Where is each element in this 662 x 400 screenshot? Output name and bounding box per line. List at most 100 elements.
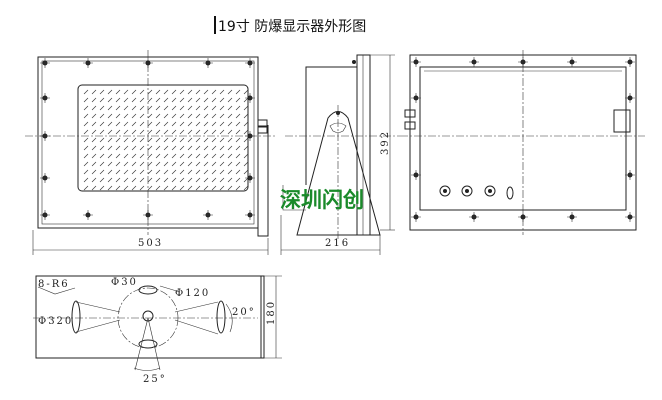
hatch-mark xyxy=(123,137,129,143)
hatch-mark xyxy=(83,145,89,151)
hatch-mark xyxy=(211,145,217,151)
hatch-mark xyxy=(123,121,129,127)
hatch-mark xyxy=(219,177,225,183)
hatch-mark xyxy=(91,113,97,119)
hatch-mark xyxy=(91,161,97,167)
hatch-mark xyxy=(179,185,185,191)
hatch-mark xyxy=(243,177,249,183)
hatch-mark xyxy=(195,169,201,175)
hatch-mark xyxy=(203,97,209,103)
hatch-mark xyxy=(203,105,209,111)
hatch-mark xyxy=(235,89,241,95)
hatch-mark xyxy=(99,129,105,135)
hatch-mark xyxy=(227,145,233,151)
hatch-mark xyxy=(219,185,225,191)
hatch-mark xyxy=(131,129,137,135)
hatch-mark xyxy=(219,113,225,119)
hatch-mark xyxy=(107,97,113,103)
hatch-mark xyxy=(179,97,185,103)
rear-view xyxy=(400,50,645,235)
hatch-mark xyxy=(195,161,201,167)
hatch-mark xyxy=(83,121,89,127)
hatch-mark xyxy=(227,161,233,167)
hatch-mark xyxy=(171,97,177,103)
hatch-mark xyxy=(99,105,105,111)
hatch-mark xyxy=(211,153,217,159)
hatch-mark xyxy=(219,89,225,95)
hatch-mark xyxy=(227,137,233,143)
hatch-mark xyxy=(171,169,177,175)
hatch-mark xyxy=(163,169,169,175)
hatch-mark xyxy=(91,169,97,175)
hatch-mark xyxy=(139,185,145,191)
hatch-mark xyxy=(155,145,161,151)
hatch-mark xyxy=(147,113,153,119)
hatch-mark xyxy=(179,137,185,143)
hatch-mark xyxy=(107,185,113,191)
hatch-mark xyxy=(123,113,129,119)
hatch-mark xyxy=(91,97,97,103)
hatch-mark xyxy=(171,161,177,167)
text-cursor xyxy=(214,16,216,34)
hatch-mark xyxy=(155,177,161,183)
hatch-mark xyxy=(211,137,217,143)
hatch-mark xyxy=(107,161,113,167)
hatch-mark xyxy=(203,129,209,135)
hatch-mark xyxy=(195,97,201,103)
hatch-mark xyxy=(115,129,121,135)
bottom-view: 8-R6 Φ30 Φ120 Φ320 20° 25° 180 xyxy=(33,275,282,385)
hatch-mark xyxy=(123,161,129,167)
hatch-mark xyxy=(147,153,153,159)
hatch-mark xyxy=(179,113,185,119)
hatch-mark xyxy=(203,153,209,159)
hatch-mark xyxy=(99,169,105,175)
hatch-mark xyxy=(83,129,89,135)
hatch-mark xyxy=(99,113,105,119)
drawing-title: 19寸 防爆显示器外形图 xyxy=(218,19,366,35)
hole-label: 8-R6 xyxy=(38,279,70,290)
hatch-mark xyxy=(171,137,177,143)
phi120-label: Φ120 xyxy=(175,288,210,299)
hatch-mark xyxy=(155,97,161,103)
hatch-mark xyxy=(219,97,225,103)
hatch-mark xyxy=(155,105,161,111)
hatch-mark xyxy=(83,113,89,119)
hatch-mark xyxy=(115,145,121,151)
hatch-mark xyxy=(243,97,249,103)
hatch-mark xyxy=(219,105,225,111)
hatch-mark xyxy=(131,121,137,127)
hatch-mark xyxy=(179,89,185,95)
hatch-mark xyxy=(195,113,201,119)
hatch-mark xyxy=(147,89,153,95)
hatch-mark xyxy=(147,169,153,175)
hatch-mark xyxy=(235,121,241,127)
hatch-mark xyxy=(147,145,153,151)
hatch-mark xyxy=(203,113,209,119)
hatch-mark xyxy=(147,161,153,167)
bottom-depth-dimension: 180 xyxy=(266,300,277,325)
hatch-mark xyxy=(131,185,137,191)
hatch-mark xyxy=(219,153,225,159)
hatch-mark xyxy=(235,185,241,191)
hatch-mark xyxy=(99,97,105,103)
hatch-mark xyxy=(115,137,121,143)
hatch-mark xyxy=(243,145,249,151)
hatch-mark xyxy=(171,89,177,95)
hatch-mark xyxy=(203,177,209,183)
hatch-mark xyxy=(155,137,161,143)
hatch-mark xyxy=(131,113,137,119)
hatch-mark xyxy=(227,105,233,111)
hatch-mark xyxy=(147,121,153,127)
hatch-mark xyxy=(179,177,185,183)
hatch-mark xyxy=(235,161,241,167)
hatch-mark xyxy=(203,121,209,127)
hatch-mark xyxy=(99,121,105,127)
screen-area xyxy=(77,84,249,192)
hatch-mark xyxy=(155,113,161,119)
hatch-mark xyxy=(243,113,249,119)
hatch-mark xyxy=(115,177,121,183)
hatch-mark xyxy=(243,161,249,167)
hatch-mark xyxy=(131,161,137,167)
hatch-mark xyxy=(139,137,145,143)
